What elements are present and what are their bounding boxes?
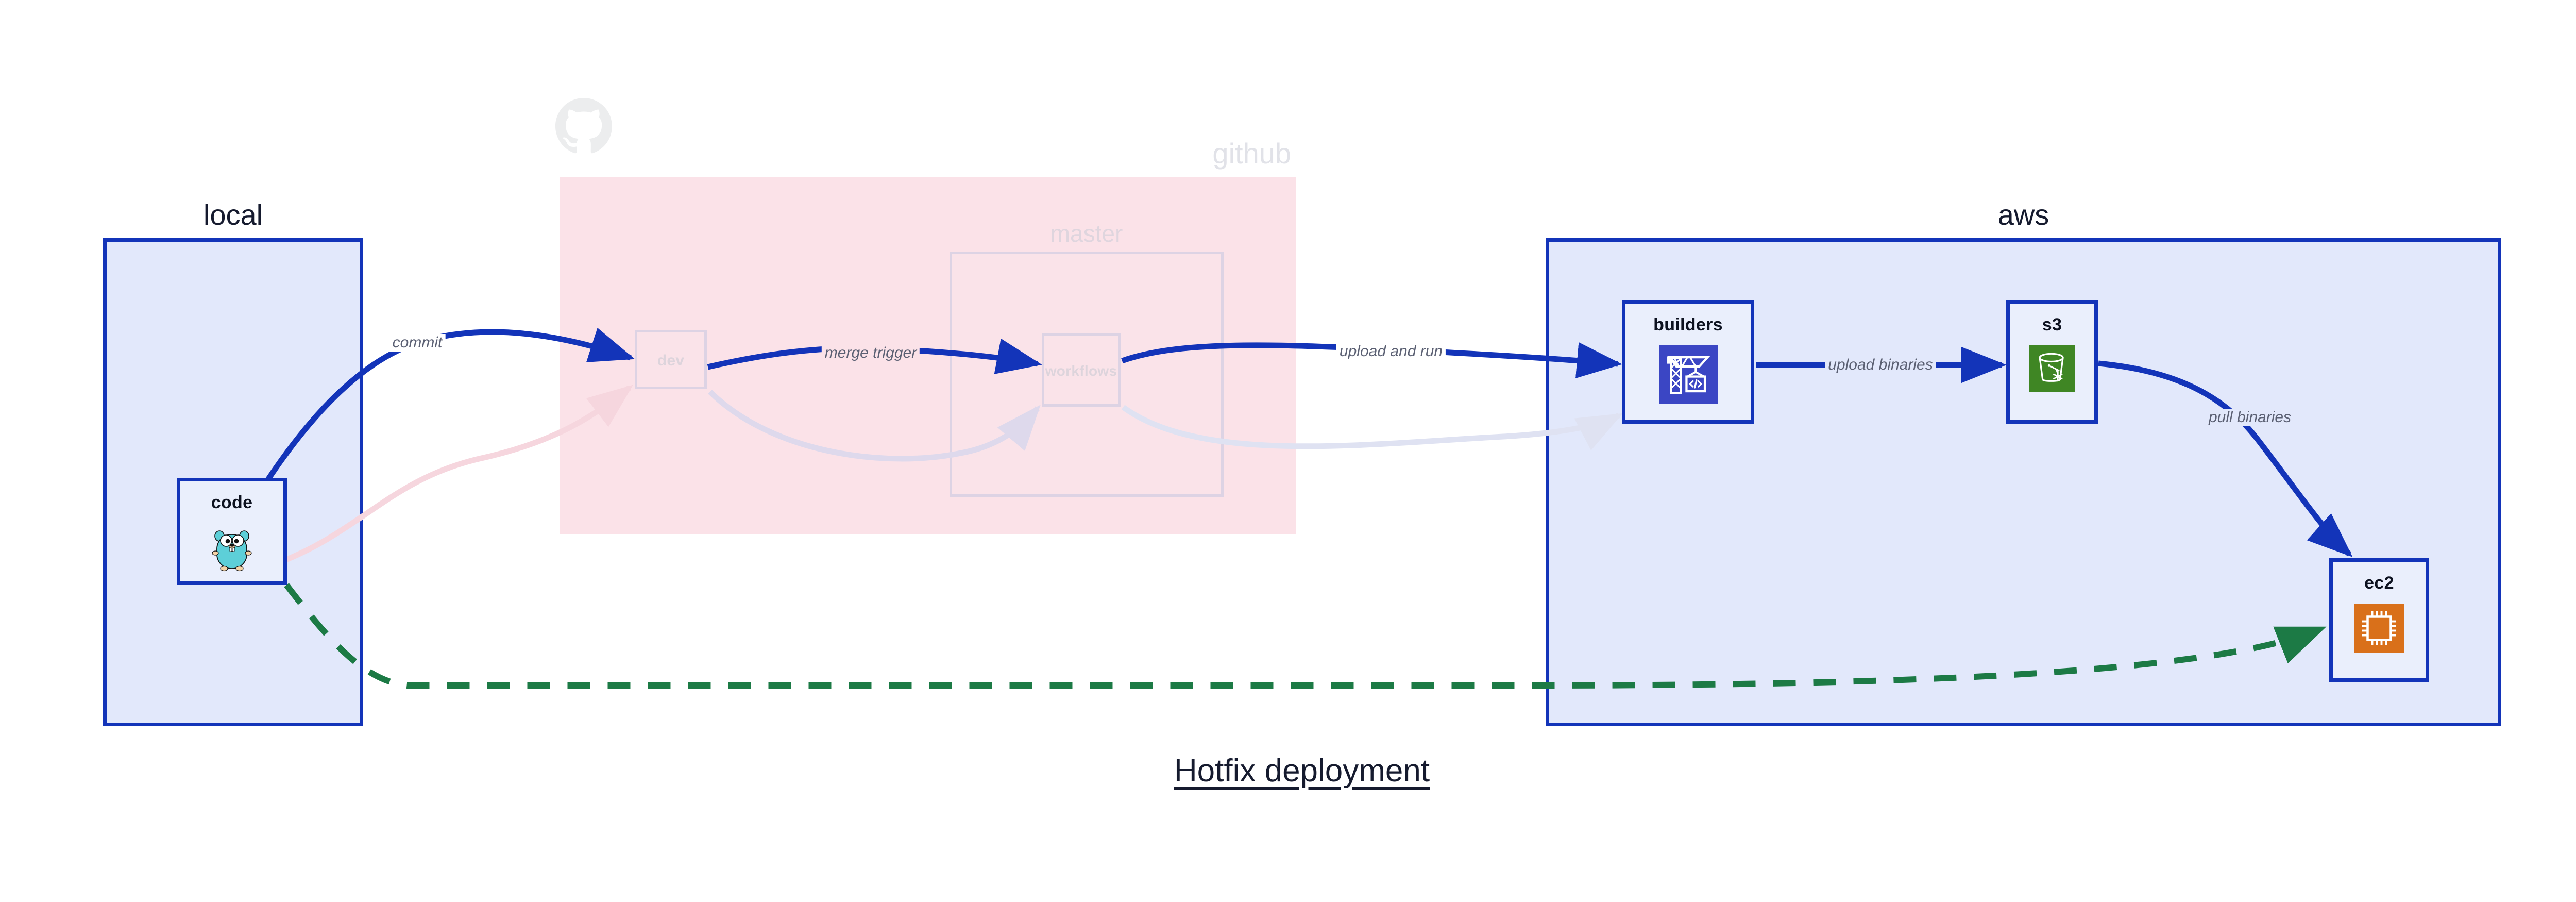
s3-bucket-icon: [2029, 345, 2075, 392]
branch-master-title: master: [1050, 220, 1123, 247]
github-octocat-icon: [555, 98, 612, 155]
node-ec2[interactable]: ec2: [2329, 558, 2429, 682]
edge-label-commit: commit: [389, 334, 446, 352]
crane-build-icon: [1658, 345, 1718, 404]
edge-label-upload-binaries: upload binaries: [1825, 356, 1936, 374]
zone-local-title: local: [203, 198, 263, 231]
node-s3-label: s3: [2042, 315, 2062, 335]
zone-aws-title: aws: [1997, 198, 2049, 231]
diagram-caption: Hotfix deployment: [1174, 753, 1430, 789]
ec2-chip-icon: [2354, 604, 2404, 653]
edge-label-merge-trigger: merge trigger: [821, 344, 920, 362]
node-s3[interactable]: s3: [2006, 300, 2098, 424]
node-ec2-label: ec2: [2364, 573, 2394, 593]
edge-label-pull-binaries: pull binaries: [2205, 409, 2295, 426]
node-code[interactable]: code: [177, 478, 287, 585]
node-workflows[interactable]: workflows: [1042, 333, 1121, 407]
zone-github-title: github: [1212, 137, 1291, 170]
go-gopher-icon: [210, 523, 254, 577]
node-dev[interactable]: dev: [635, 330, 707, 389]
edge-label-upload-and-run: upload and run: [1336, 343, 1446, 360]
node-workflows-label: workflows: [1045, 363, 1117, 379]
node-code-label: code: [211, 493, 253, 512]
node-builders-label: builders: [1653, 315, 1723, 335]
node-builders[interactable]: builders: [1622, 300, 1754, 424]
node-dev-label: dev: [657, 352, 685, 369]
